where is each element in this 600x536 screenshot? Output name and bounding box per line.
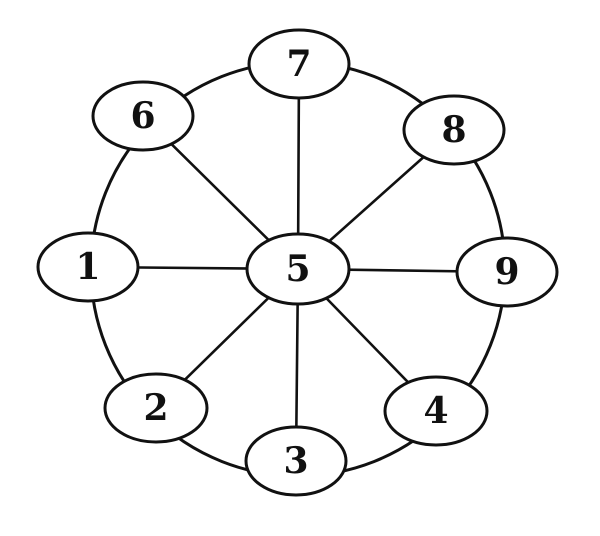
- node-1-ellipse: [36, 231, 140, 303]
- node-6-ellipse: [91, 80, 195, 152]
- node-9-label: 9: [494, 251, 519, 293]
- node-3: 3: [244, 425, 348, 497]
- node-3-ellipse: [244, 425, 348, 497]
- node-4: 4: [383, 375, 489, 447]
- node-9-ellipse: [455, 236, 559, 308]
- node-2-ellipse: [103, 372, 209, 444]
- node-5-label: 5: [285, 248, 310, 290]
- node-3-label: 3: [283, 440, 308, 482]
- node-8-label: 8: [441, 109, 466, 151]
- node-4-label: 4: [423, 390, 448, 432]
- node-1-label: 1: [75, 246, 100, 288]
- node-5-hub: 5: [245, 232, 351, 306]
- node-7-ellipse: [247, 28, 351, 100]
- node-1: 1: [36, 231, 140, 303]
- node-7: 7: [247, 28, 351, 100]
- node-8-ellipse: [402, 94, 506, 166]
- node-2-label: 2: [143, 387, 168, 429]
- node-5-ellipse: [245, 232, 351, 306]
- node-7-label: 7: [286, 43, 311, 85]
- node-4-ellipse: [383, 375, 489, 447]
- node-9: 9: [455, 236, 559, 308]
- node-6-label: 6: [130, 95, 155, 137]
- node-6: 6: [91, 80, 195, 152]
- node-8: 8: [402, 94, 506, 166]
- node-2: 2: [103, 372, 209, 444]
